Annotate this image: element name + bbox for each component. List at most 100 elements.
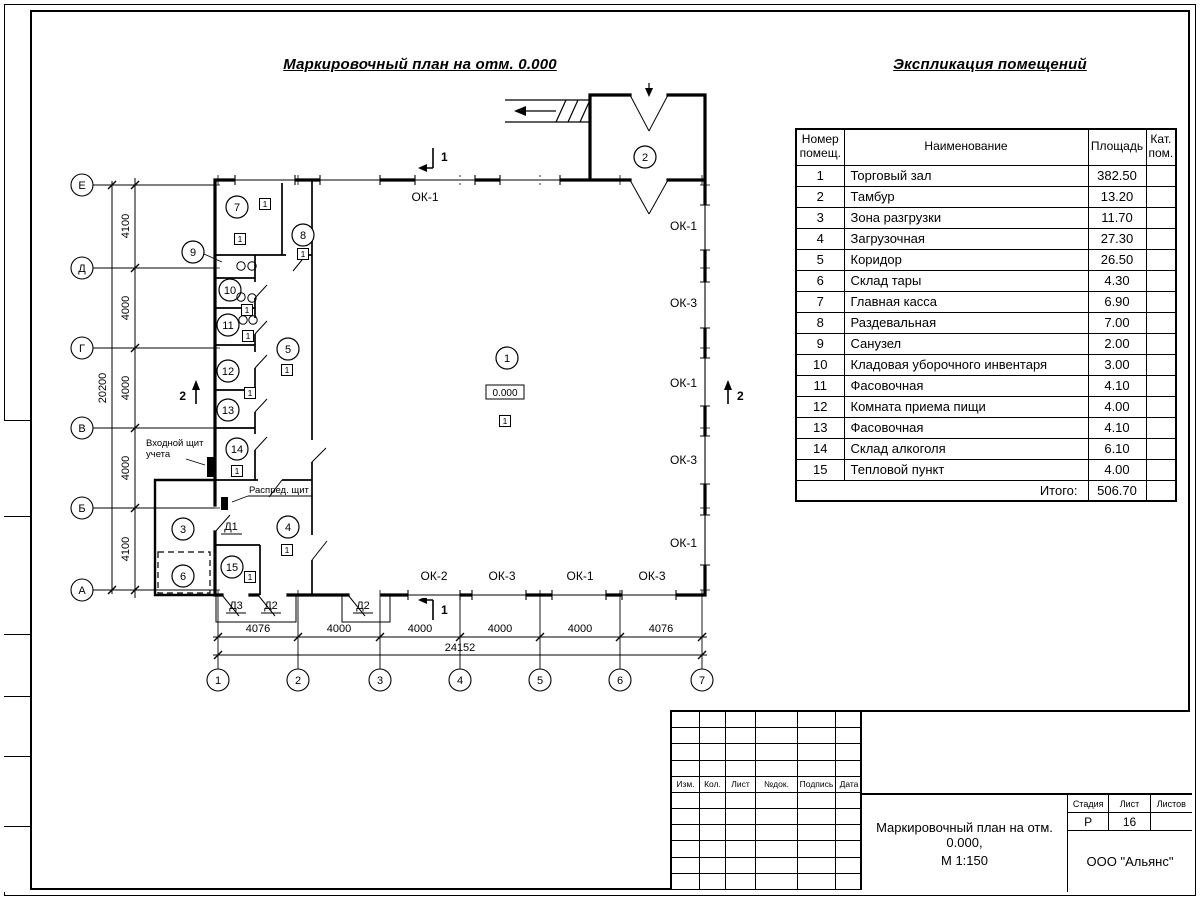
equipment-tag: 1 [499, 415, 511, 427]
equipment-tag: 1 [259, 198, 271, 210]
annotation-leaders [185, 253, 312, 503]
window [700, 281, 710, 329]
room-name-cell: Загрузочная [843, 227, 1089, 250]
axis-row-4: Б [70, 496, 94, 520]
axis-col-3: 4 [448, 668, 472, 692]
axis-col-6: 7 [690, 668, 714, 692]
sheet-inner-frame [30, 10, 1190, 890]
room-name-cell: Тамбур [843, 185, 1089, 208]
level-mark: 0.000 [492, 388, 517, 399]
attribute-box [4, 421, 30, 517]
axis-col-2: 3 [368, 668, 392, 692]
room-cat-cell [1145, 395, 1177, 418]
room-marker-12: 12 [216, 359, 240, 383]
room-number-cell: 7 [795, 290, 845, 313]
room-cat-cell [1145, 248, 1177, 271]
axis-row-3: В [70, 416, 94, 440]
room-number: 10 [224, 285, 236, 297]
titleblock-cell [798, 841, 836, 858]
window-label-top: ОК-1 [412, 190, 439, 204]
titleblock-cell [672, 760, 700, 777]
left-attribute-boxes [4, 420, 30, 892]
entry-board-label-line1: Входной щит [146, 438, 204, 449]
room-name-cell: Фасовочная [843, 416, 1089, 439]
plumbing-fixture [236, 292, 246, 302]
room-cat-cell [1145, 332, 1177, 355]
document-title-cell: Маркировочный план на отм. 0.000, М 1:15… [862, 795, 1067, 892]
titleblock-cell [726, 744, 756, 761]
room-area-cell: 4.10 [1087, 374, 1147, 397]
storage-dashed-outline [157, 551, 211, 594]
axis-col-label: 1 [215, 675, 221, 687]
section-label-2-left: 2 [179, 389, 186, 403]
titleblock-cell [672, 809, 700, 826]
door-swings [214, 94, 669, 617]
room-area-cell: 26.50 [1087, 248, 1147, 271]
equipment-tag: 1 [241, 304, 253, 316]
equipment-tag-number: 1 [503, 416, 508, 426]
axis-col-label: 2 [295, 675, 301, 687]
titleblock-cell [700, 760, 726, 777]
titleblock-col-label: №док. [756, 776, 798, 793]
room-cat-cell [1145, 164, 1177, 187]
room-name-cell: Раздевальная [843, 311, 1089, 334]
room-cat-cell [1145, 185, 1177, 208]
axis-row-2: Г [70, 336, 94, 360]
titleblock-cell [700, 825, 726, 842]
room-number-cell: 12 [795, 395, 845, 418]
titleblock-cell [672, 841, 700, 858]
room-cat-cell [1145, 458, 1177, 481]
room-name-cell: Комната приема пищи [843, 395, 1089, 418]
titleblock-cell [726, 873, 756, 890]
window-label-bottom: ОК-1 [567, 569, 594, 583]
titleblock-col-label: Кол. [700, 776, 726, 793]
equipment-tag-number: 1 [248, 388, 253, 398]
equipment-tag-number: 1 [246, 331, 251, 341]
dimension-ticks [107, 180, 707, 660]
titleblock-cell [726, 809, 756, 826]
room-number-cell: 11 [795, 374, 845, 397]
titleblock-cell [798, 712, 836, 729]
titleblock-cell [726, 857, 756, 874]
axis-col-label: 7 [699, 675, 705, 687]
room-name-cell: Зона разгрузки [843, 206, 1089, 229]
room-cat-cell [1145, 353, 1177, 376]
distribution-board-label: Распред. щит [249, 485, 310, 496]
titleblock-cell [672, 792, 700, 810]
room-number-cell: 8 [795, 311, 845, 334]
titleblock-cell [836, 841, 862, 858]
window [407, 590, 461, 600]
loading-ramp [505, 99, 591, 123]
axis-col-4: 5 [528, 668, 552, 692]
room-marker-10: 10 [218, 278, 242, 302]
room-cat-cell [1145, 311, 1177, 334]
room-number: 2 [642, 152, 648, 164]
axis-col-label: 3 [377, 675, 383, 687]
room-area-cell: 4.30 [1087, 269, 1147, 292]
section-arrow [418, 164, 427, 172]
titleblock-cell [756, 857, 798, 874]
attribute-box [4, 757, 30, 827]
titleblock-cell [836, 793, 862, 810]
total-cat-cell [1145, 479, 1177, 502]
axis-row-label: Г [79, 343, 85, 355]
equipment-tag-number: 1 [248, 572, 253, 582]
equipment-tag-number: 1 [235, 466, 240, 476]
axis-col-0: 1 [206, 668, 230, 692]
room-number-cell: 3 [795, 206, 845, 229]
room-area-cell: 13.20 [1087, 185, 1147, 208]
window [551, 590, 607, 600]
dim-h-label: 4000 [488, 623, 512, 635]
axis-col-label: 6 [617, 675, 623, 687]
entrance-porches [215, 595, 391, 623]
floor-plan: Входной щит учета Распред. щит 0.000 ОК-… [70, 83, 744, 692]
titleblock-cell [700, 792, 726, 810]
room-area-cell: 7.00 [1087, 311, 1147, 334]
equipment-tag-number: 1 [301, 249, 306, 259]
